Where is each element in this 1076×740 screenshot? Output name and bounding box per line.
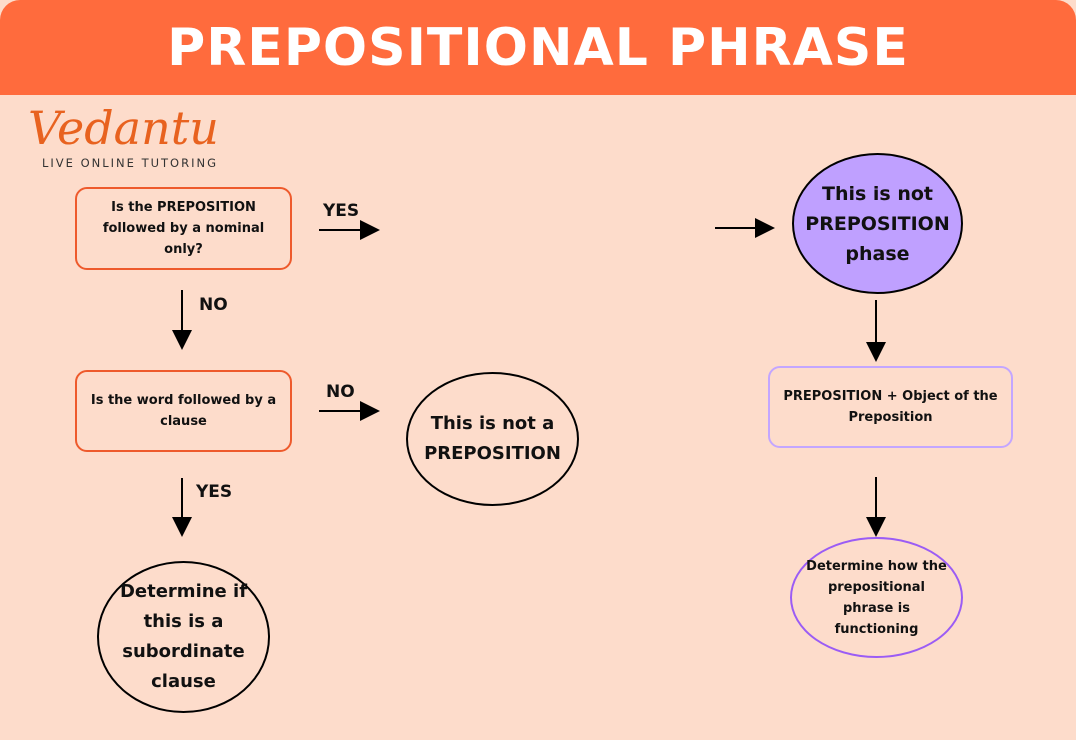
question-clause-box: Is the word followed by a clause (75, 370, 292, 452)
header-bar: PREPOSITIONAL PHRASE (0, 0, 1076, 95)
logo-tagline: LIVE ONLINE TUTORING (42, 156, 218, 170)
not-phrase-ellipse: This is not PREPOSITION phase (792, 153, 963, 294)
question-nominal-box: Is the PREPOSITION followed by a nominal… (75, 187, 292, 270)
vedantu-logo: Vedantu LIVE ONLINE TUTORING (28, 100, 219, 170)
label-no-2: NO (326, 382, 355, 402)
label-yes-2: YES (196, 482, 233, 502)
label-yes-1: YES (323, 201, 360, 221)
label-no-1: NO (199, 295, 228, 315)
formula-box: PREPOSITION + Object of the Preposition (768, 366, 1013, 448)
page-title: PREPOSITIONAL PHRASE (167, 17, 909, 78)
logo-wordmark: Vedantu (28, 101, 219, 155)
determine-function-ellipse: Determine how the prepositional phrase i… (790, 537, 963, 658)
not-preposition-ellipse: This is not a PREPOSITION (406, 372, 579, 506)
subordinate-clause-ellipse: Determine if this is a subordinate claus… (97, 561, 270, 713)
